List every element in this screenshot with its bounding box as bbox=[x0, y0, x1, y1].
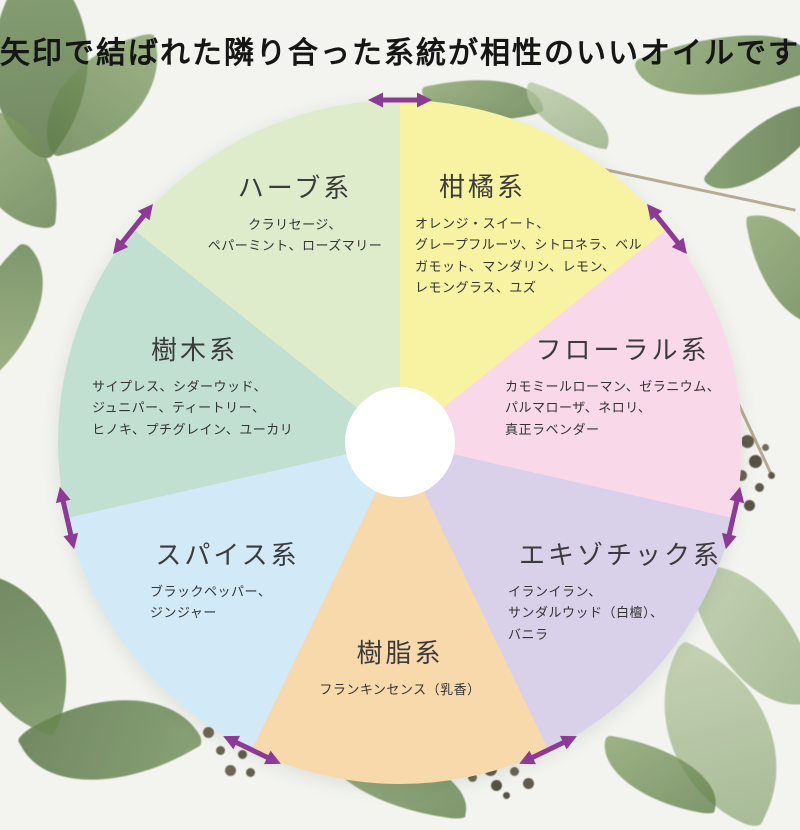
segment-label-floral: フローラル系 カモミールローマン、ゼラニウム、 パルマローザ、ネロリ、 真正ラベ… bbox=[505, 330, 740, 440]
segment-label-citrus: 柑橘系 オレンジ・スイート、 グレープフルーツ、シトロネラ、ベル ガモット、マン… bbox=[415, 167, 655, 299]
segment-label-spice: スパイス系 ブラックペッパー、 ジンジャー bbox=[140, 535, 315, 624]
compatibility-wheel bbox=[58, 100, 742, 784]
segment-label-resin: 樹脂系 フランキンセンス（乳香） bbox=[300, 633, 500, 700]
segment-oils-exotic: イランイラン、 サンダルウッド（白檀）、 バニラ bbox=[508, 584, 664, 642]
segment-name-resin: 樹脂系 bbox=[356, 639, 444, 668]
segment-name-spice: スパイス系 bbox=[155, 541, 300, 570]
segment-name-herb: ハーブ系 bbox=[237, 174, 353, 203]
segment-oils-spice: ブラックペッパー、 ジンジャー bbox=[150, 584, 272, 621]
segment-oils-wood: サイプレス、シダーウッド、 ジュニパー、ティートリー、 ヒノキ、プチグレイン、ユ… bbox=[92, 379, 294, 437]
segment-name-floral: フローラル系 bbox=[535, 336, 710, 365]
wheel-hub bbox=[345, 387, 455, 497]
segment-label-wood: 樹木系 サイプレス、シダーウッド、 ジュニパー、ティートリー、 ヒノキ、プチグレ… bbox=[92, 330, 297, 440]
segment-label-herb: ハーブ系 クラリセージ、 ペパーミント、ローズマリー bbox=[175, 168, 415, 257]
segment-label-exotic: エキゾチック系 イランイラン、 サンダルウッド（白檀）、 バニラ bbox=[508, 535, 733, 645]
segment-name-citrus: 柑橘系 bbox=[439, 173, 527, 202]
segment-oils-citrus: オレンジ・スイート、 グレープフルーツ、シトロネラ、ベル ガモット、マンダリン、… bbox=[415, 216, 643, 296]
segment-oils-herb: クラリセージ、 ペパーミント、ローズマリー bbox=[207, 217, 383, 254]
segment-oils-resin: フランキンセンス（乳香） bbox=[319, 682, 481, 697]
leaf-decoration bbox=[0, 241, 77, 379]
segment-oils-floral: カモミールローマン、ゼラニウム、 パルマローザ、ネロリ、 真正ラベンダー bbox=[505, 379, 721, 437]
segment-name-wood: 樹木系 bbox=[150, 336, 238, 365]
leaf-decoration bbox=[745, 204, 800, 336]
page-title: 矢印で結ばれた隣り合った系統が相性のいいオイルです bbox=[0, 37, 800, 70]
segment-name-exotic: エキゾチック系 bbox=[518, 541, 722, 570]
